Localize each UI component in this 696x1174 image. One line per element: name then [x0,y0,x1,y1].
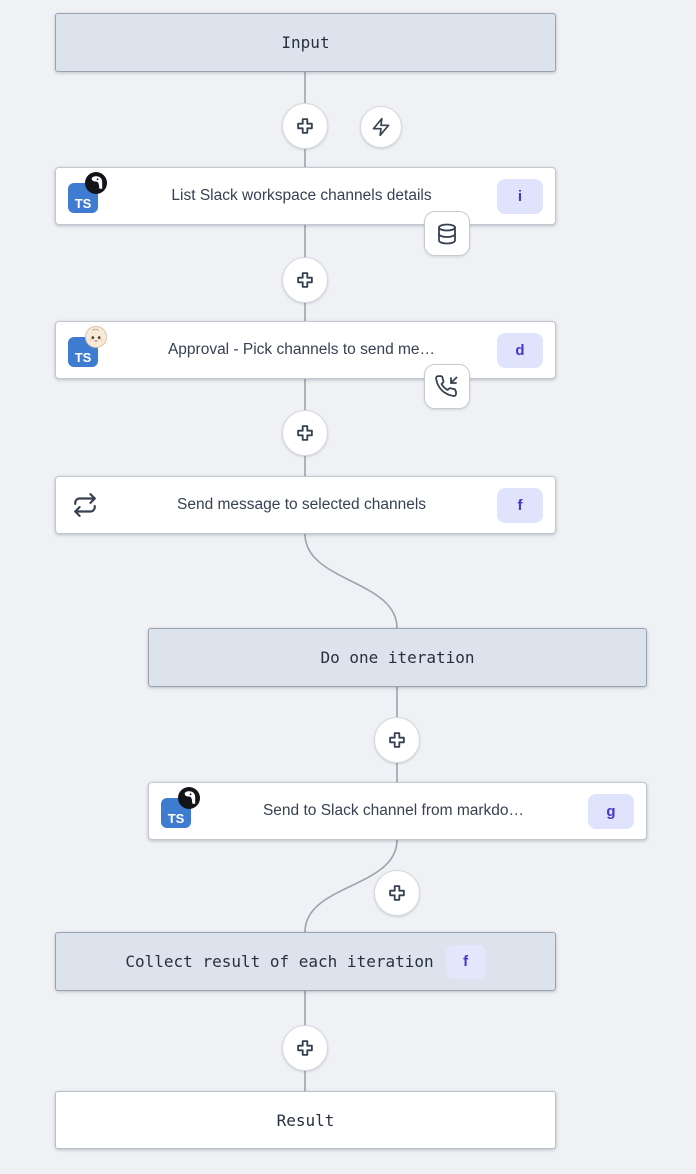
step-node-send-to-slack-channel[interactable]: TS Send to Slack channel from markdo… g [148,782,647,840]
step-label: Send message to selected channels [176,496,427,513]
plus-icon [294,1037,316,1059]
step-node-list-slack-channels[interactable]: TS List Slack workspace channels details… [55,167,556,225]
step-id-badge: f [445,944,486,979]
step-id-badge: d [497,332,543,368]
repeat-icon [72,492,98,518]
database-icon [435,222,459,246]
step-label: Send to Slack channel from markdo… [262,802,525,819]
connector-curve [304,839,398,933]
ts-icon: TS [161,798,191,828]
plus-icon [386,729,408,751]
plus-icon [386,882,408,904]
collect-result-node[interactable]: Collect result of each iteration f [55,932,556,991]
step-id-badge: i [497,178,543,214]
do-one-iteration-label: Do one iteration [320,648,475,667]
collect-result-label: Collect result of each iteration [125,952,434,971]
insert-step-button[interactable] [282,257,328,303]
input-node-label: Input [281,33,330,52]
do-one-iteration-node[interactable]: Do one iteration [148,628,647,687]
result-node[interactable]: Result [55,1091,556,1149]
cache-indicator-button[interactable] [424,211,470,256]
zap-icon [371,117,391,137]
step-node-forloop-send-message[interactable]: Send message to selected channels f [55,476,556,534]
step-id-badge: f [497,487,543,523]
step-label: List Slack workspace channels details [171,187,432,204]
phone-incoming-icon [435,374,459,399]
deno-icon [84,171,108,195]
insert-step-button[interactable] [282,103,328,149]
plus-icon [294,115,316,137]
insert-step-button[interactable] [374,870,420,916]
connector-curve [304,533,398,629]
bun-icon [84,325,108,349]
insert-step-button[interactable] [374,717,420,763]
trigger-button[interactable] [360,106,402,148]
plus-icon [294,422,316,444]
insert-step-button[interactable] [282,1025,328,1071]
step-id-badge: g [588,793,634,829]
input-node[interactable]: Input [55,13,556,72]
suspend-approval-indicator-button[interactable] [424,364,470,409]
result-node-label: Result [276,1110,335,1130]
step-node-approval-pick-channels[interactable]: TS Approval - Pick channels to send me… … [55,321,556,379]
insert-step-button[interactable] [282,410,328,456]
step-label: Approval - Pick channels to send me… [167,341,436,358]
plus-icon [294,269,316,291]
deno-icon [177,786,201,810]
